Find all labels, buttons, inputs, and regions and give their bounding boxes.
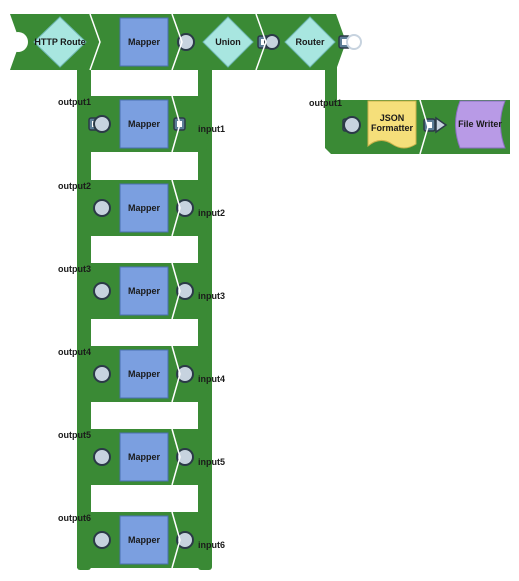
mapper-box — [119, 266, 169, 316]
chevron-separator — [171, 262, 181, 320]
union-input-label: input3 — [198, 291, 225, 301]
http-router-diamond — [33, 16, 87, 68]
mapper-label: Mapper — [128, 452, 161, 462]
mapper-label: Mapper — [128, 369, 161, 379]
chevron-separator — [171, 95, 181, 153]
formatter-output-port-icon — [427, 122, 432, 128]
mapper-input-port[interactable] — [93, 448, 111, 466]
chevron-separator — [171, 345, 181, 403]
router-label: Router — [296, 37, 325, 47]
mapper-top-output-port[interactable] — [177, 33, 195, 51]
union-diamond — [202, 16, 254, 68]
pipeline-start-port[interactable] — [8, 32, 28, 52]
union-output-port-icon — [261, 39, 266, 45]
chevron-separator — [419, 99, 429, 155]
mapper-output-port[interactable] — [176, 531, 194, 549]
mapper-label: Mapper — [128, 119, 161, 129]
mapper-row-output-label: output1 — [58, 97, 91, 107]
formatter-input-circle — [343, 116, 361, 134]
mapper-input-port[interactable] — [93, 199, 111, 217]
mapper-box — [119, 349, 169, 399]
mapper-top-snap[interactable]: Mapper — [119, 17, 195, 67]
union-input-label: input2 — [198, 208, 225, 218]
chevron-separator — [255, 13, 267, 71]
file-writer-shape — [455, 100, 506, 149]
union-input-label: input5 — [198, 457, 225, 467]
union-label: Union — [215, 37, 241, 47]
formatter-label-line2: Formatter — [371, 123, 414, 133]
mapper-label: Mapper — [128, 535, 161, 545]
file-writer-snap[interactable]: File Writer — [455, 100, 506, 149]
mapper-input-port[interactable] — [93, 282, 111, 300]
http-router-label: HTTP Route — [34, 37, 85, 47]
mapper-label: Mapper — [128, 286, 161, 296]
mapper-top-box — [119, 17, 169, 67]
router-open-output-port[interactable] — [346, 34, 362, 50]
mapper-output-port[interactable] — [176, 448, 194, 466]
router-diamond — [284, 16, 336, 68]
formatter-output-arrow-icon — [435, 116, 448, 134]
router-output-port-icon — [342, 39, 347, 45]
mapper-output-port[interactable] — [176, 282, 194, 300]
mapper-row-output-label: output2 — [58, 181, 91, 191]
mapper-input-port[interactable] — [93, 531, 111, 549]
router-input-port[interactable] — [264, 34, 280, 50]
chevron-separator — [171, 179, 181, 237]
mapper-output-port[interactable] — [176, 199, 194, 217]
union-snap[interactable]: Union — [202, 16, 280, 68]
mapper-top-label: Mapper — [128, 37, 161, 47]
union-input-label: input4 — [198, 374, 225, 384]
mapper-box — [119, 99, 169, 149]
router-snap[interactable]: Router — [284, 16, 362, 68]
chevron-separator — [171, 13, 183, 71]
mapper-box — [119, 515, 169, 565]
file-writer-label: File Writer — [458, 119, 502, 129]
mapper-input-port[interactable] — [93, 115, 111, 133]
mapper-row-output-label: output6 — [58, 513, 91, 523]
mapper-output-port[interactable] — [176, 365, 194, 383]
mapper-row-output-label: output3 — [58, 264, 91, 274]
mapper-box — [119, 183, 169, 233]
mapper-input-port[interactable] — [93, 365, 111, 383]
mapper-label: Mapper — [128, 203, 161, 213]
mapper-row-output-label: output5 — [58, 430, 91, 440]
http-router-snap[interactable]: HTTP Route — [8, 16, 87, 68]
mapper-row-pipes — [77, 96, 212, 568]
router-branch-output-label: output1 — [309, 98, 342, 108]
formatter-document-shape — [367, 100, 417, 149]
mapper-box — [119, 432, 169, 482]
chevron-separator — [89, 13, 101, 71]
formatter-label-line1: JSON — [380, 113, 405, 123]
union-input-label: input6 — [198, 540, 225, 550]
chevron-separator — [171, 511, 181, 569]
mapper-row-output-label: output4 — [58, 347, 91, 357]
chevron-separator — [171, 428, 181, 486]
union-input-label: input1 — [198, 124, 225, 134]
json-formatter-snap[interactable]: JSON Formatter — [342, 100, 448, 149]
